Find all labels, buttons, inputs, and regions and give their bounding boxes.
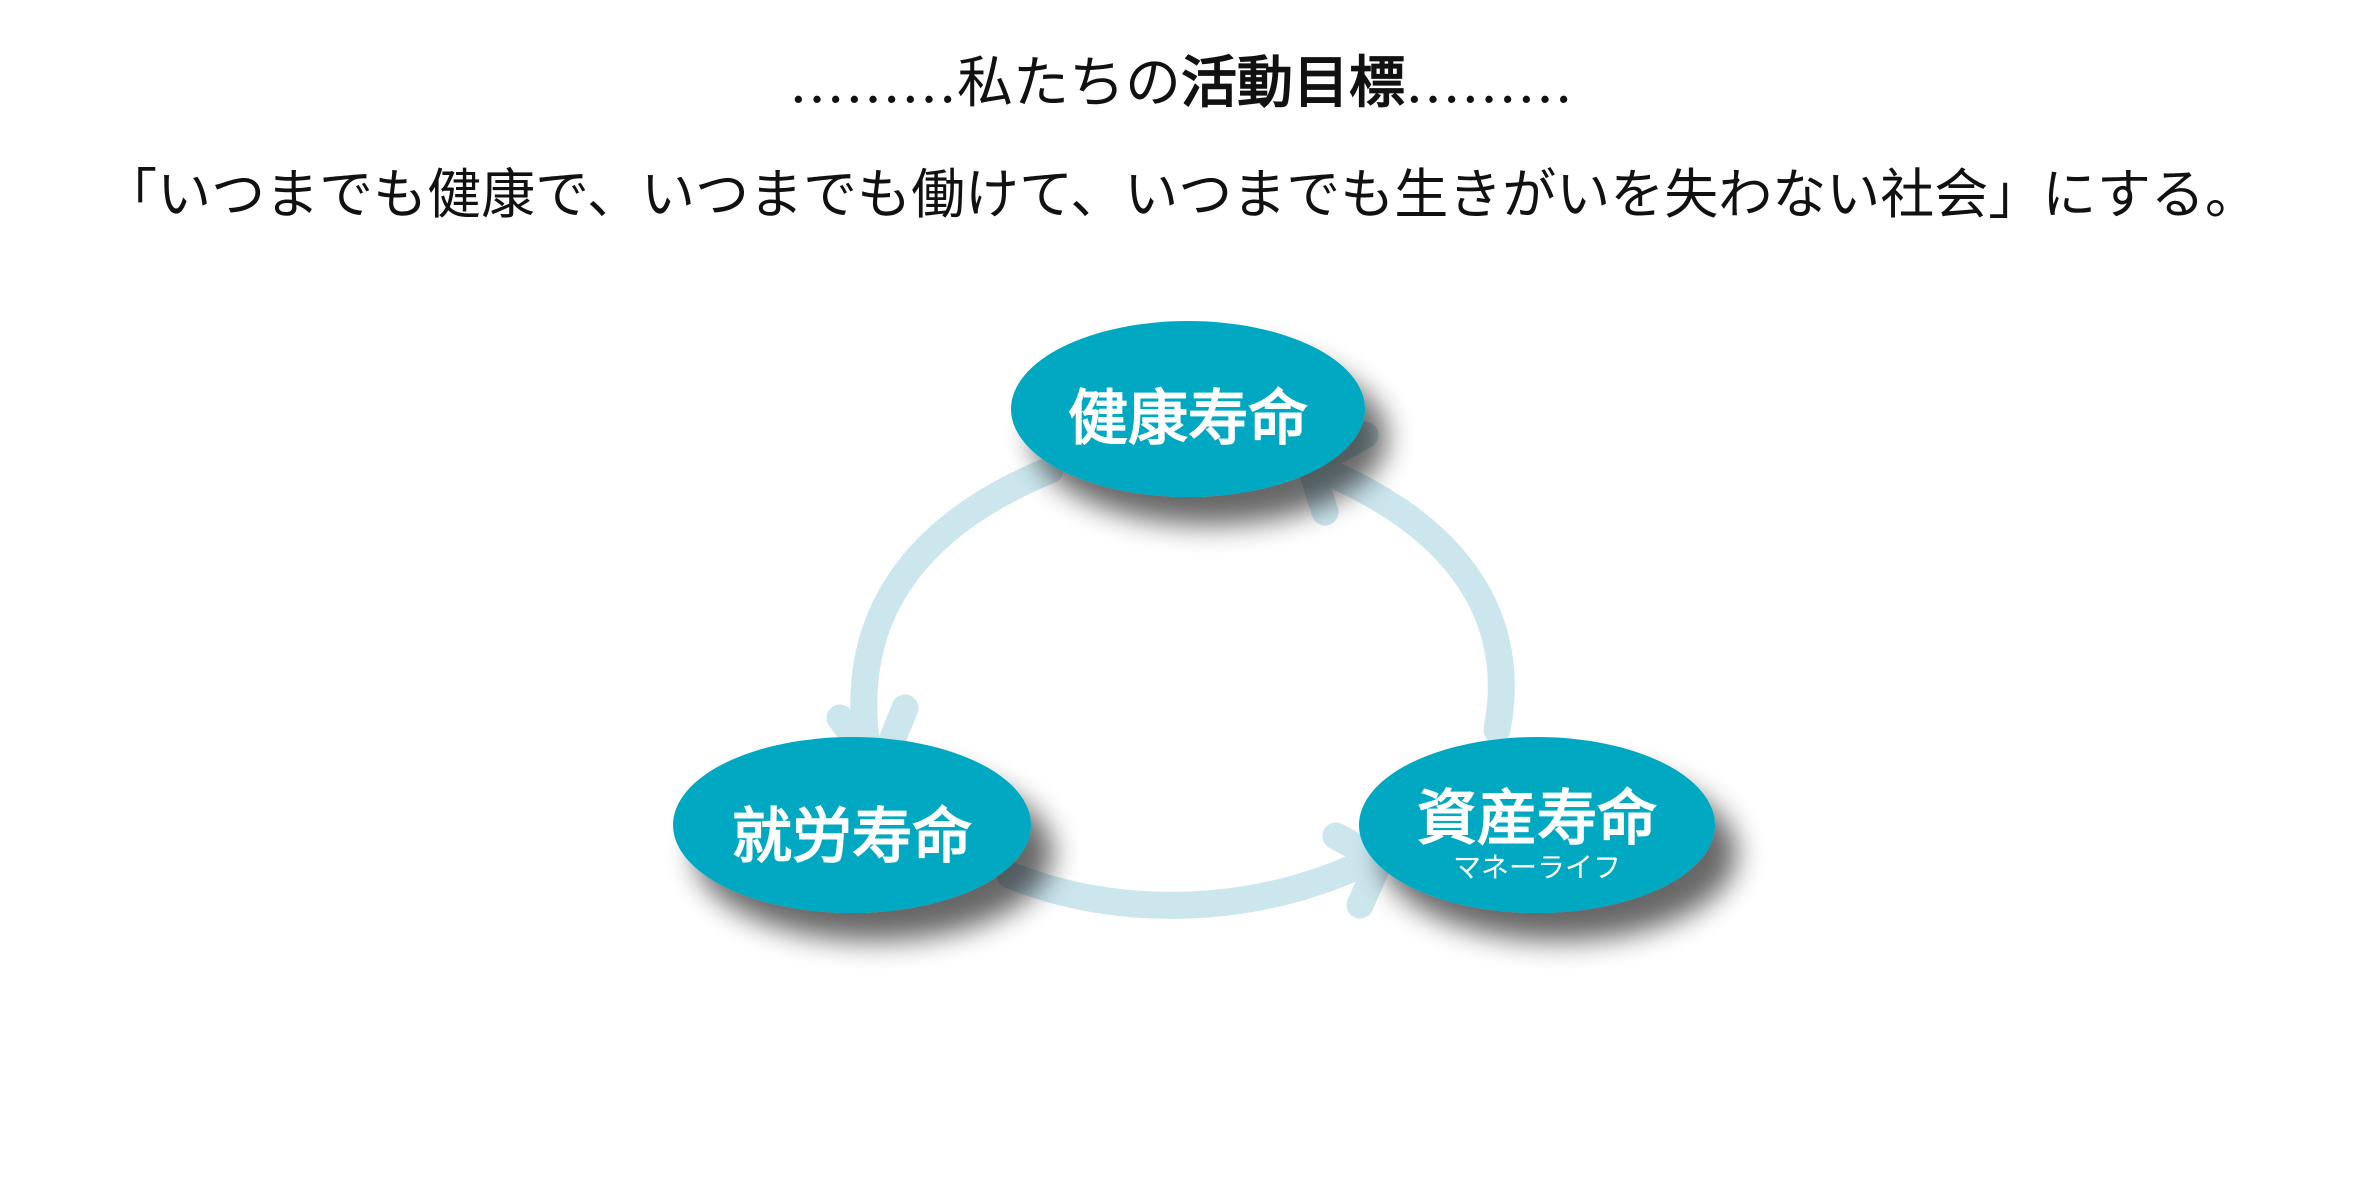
heading-emphasis: 活動目標	[1181, 51, 1405, 116]
node-sublabel-shisan: マネーライフ	[1452, 851, 1621, 884]
slogan: 「いつまでも健康で、いつまでも働けて、いつまでも生きがいを失わない社会」にする。	[103, 163, 2259, 226]
heading: ………私たちの活動目標………	[0, 38, 2362, 119]
heading-dots-right: ………	[1405, 51, 1573, 116]
node-kenko	[1011, 321, 1365, 497]
cycle-arrow-right	[1296, 451, 1515, 744]
node-shisan	[1359, 737, 1715, 913]
cycle-arrow-left	[850, 456, 1064, 784]
cycle-arrow-bottom	[996, 846, 1384, 919]
node-shuro	[673, 737, 1031, 913]
node-label-kenko: 健康寿命	[1068, 384, 1308, 454]
heading-prefix: 私たちの	[957, 51, 1181, 116]
heading-dots-left: ………	[789, 51, 957, 116]
node-label-shisan: 資産寿命	[1417, 784, 1657, 854]
node-label-shuro: 就労寿命	[732, 802, 972, 872]
